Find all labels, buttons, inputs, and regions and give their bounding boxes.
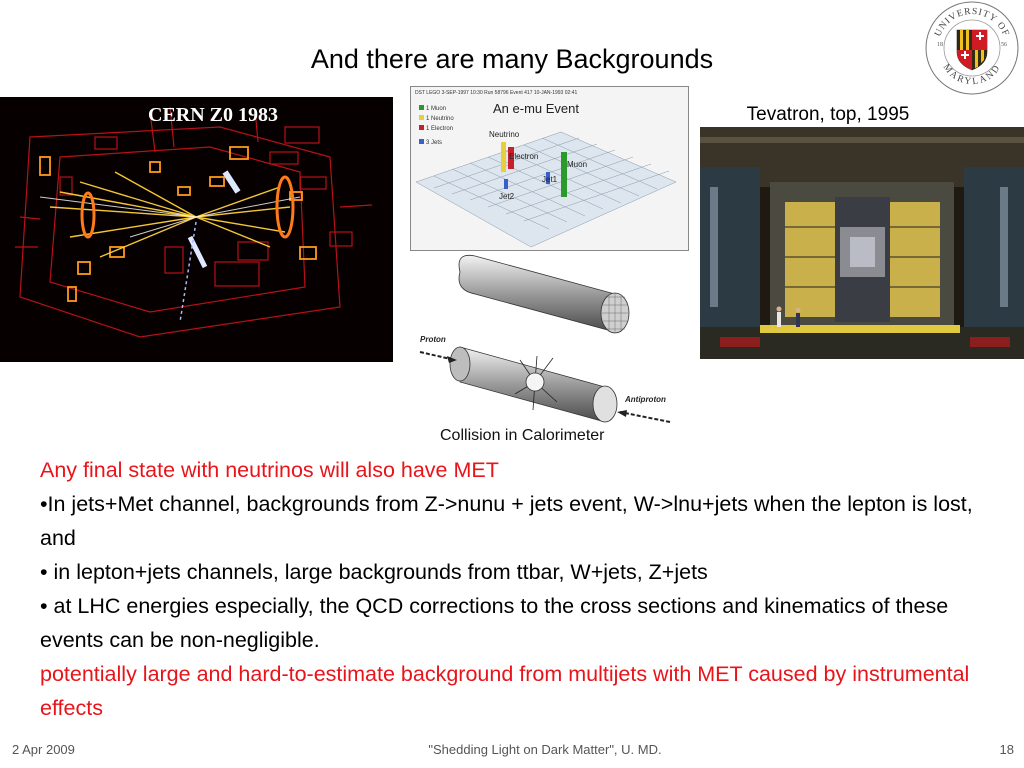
maryland-flag-shield-icon [956,29,988,71]
svg-text:1 Neutrino: 1 Neutrino [426,116,454,122]
body-line-multijets: potentially large and hard-to-estimate b… [40,662,970,720]
svg-text:Neutrino: Neutrino [489,130,520,139]
svg-text:3 Jets: 3 Jets [426,140,442,146]
svg-text:Jet1: Jet1 [542,175,558,184]
svg-text:Muon: Muon [567,160,587,169]
svg-text:18: 18 [937,42,943,48]
svg-text:1 Electron: 1 Electron [426,126,453,132]
calorimeter-caption: Collision in Calorimeter [440,427,605,444]
proton-label: Proton [420,335,446,344]
footer-page-number: 18 [999,742,1014,757]
body-bullet-lhc: • at LHC energies especially, the QCD co… [40,594,949,652]
cern-z0-event-display-image [0,97,393,362]
cern-image-label: CERN Z0 1983 [148,104,279,126]
body-bullet-lepton-jets: • in lepton+jets channels, large backgro… [40,560,708,584]
svg-text:Electron: Electron [509,152,538,161]
cern-event-drawing [0,97,393,362]
svg-text:Jet2: Jet2 [499,192,515,201]
footer-center: "Shedding Light on Dark Matter", U. MD. [428,742,662,757]
collision-calorimeter-diagram: Proton Antiproton Collision in Calorimet… [415,252,675,447]
lego-header: DST LEGO 3-SEP-1997 10:30 Run 58796 Even… [415,90,577,96]
university-seal-logo: UNIVERSITY OF MARYLAND 18 56 [925,1,1019,95]
emu-event-lego-plot-image: DST LEGO 3-SEP-1997 10:30 Run 58796 Even… [410,86,689,251]
lego-title: An e-mu Event [493,101,579,116]
slide-title: And there are many Backgrounds [310,44,714,74]
svg-text:56: 56 [1001,42,1007,48]
antiproton-label: Antiproton [624,395,666,404]
tevatron-detector-photo [700,127,1024,359]
footer-date: 2 Apr 2009 [12,742,75,757]
svg-text:1 Muon: 1 Muon [426,106,446,112]
tevatron-image-label: Tevatron, top, 1995 [746,104,910,125]
body-text: Any final state with neutrinos will also… [40,453,1010,725]
body-line-met: Any final state with neutrinos will also… [40,458,499,482]
body-bullet-jets-met: •In jets+Met channel, backgrounds from Z… [40,492,973,550]
